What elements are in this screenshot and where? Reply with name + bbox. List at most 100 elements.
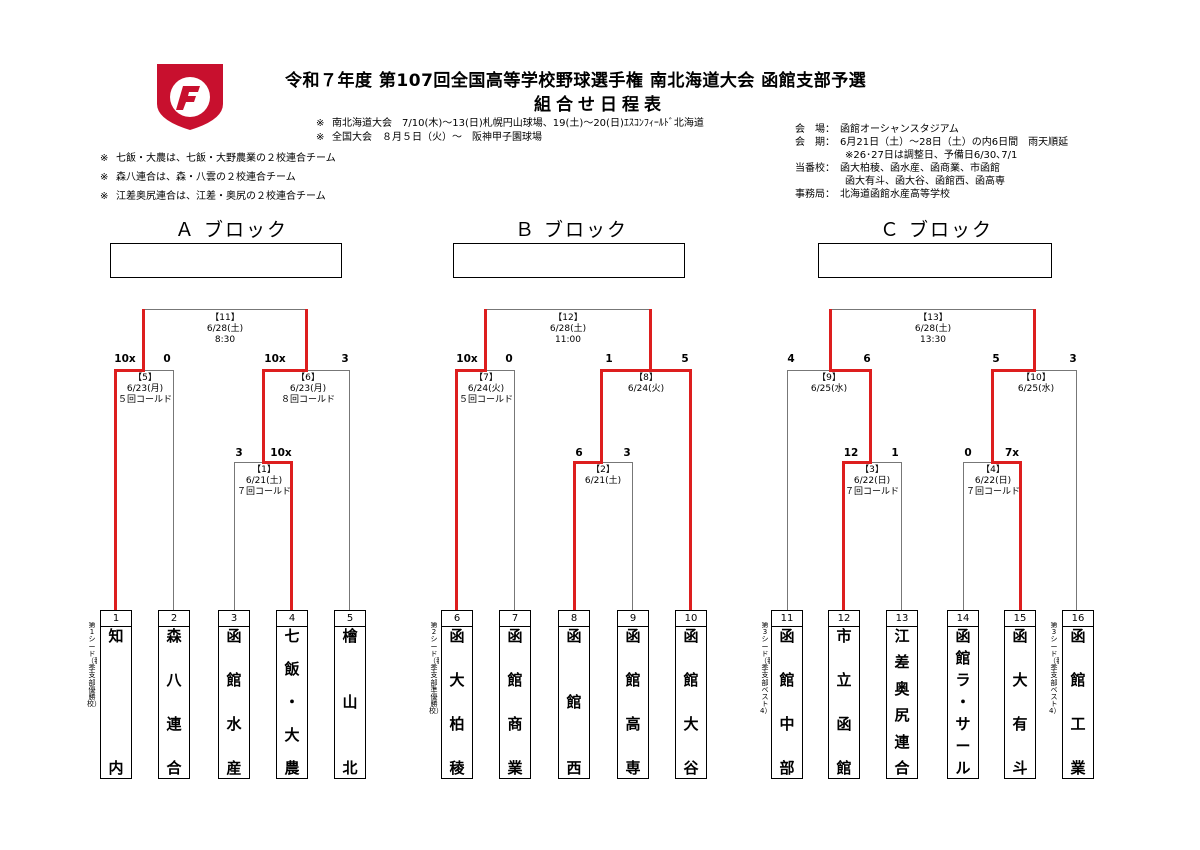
g5-red-top <box>114 369 145 372</box>
team-name-char: ・ <box>955 693 971 711</box>
team5-line <box>349 370 350 610</box>
team-name-char: 函 <box>683 627 699 645</box>
team-name-char: 部 <box>779 759 795 777</box>
b-final-date: 6/28(土) <box>549 324 587 334</box>
team11-line <box>787 370 788 610</box>
seed-note-3a: 第3シード（春季支部ベスト4） <box>760 622 770 716</box>
team-name: 函館中部 <box>772 629 802 776</box>
b-final-bar <box>487 309 649 310</box>
note-mark: ※ <box>100 191 109 202</box>
b-final-left-red <box>484 309 487 370</box>
game-4-num: 【4】 <box>981 465 1005 475</box>
team15-red-line <box>1019 461 1022 610</box>
team-number: 4 <box>277 611 307 627</box>
team-number: 7 <box>500 611 530 627</box>
g7-red-top <box>455 369 487 372</box>
team-name-char: 農 <box>284 759 300 777</box>
a-final-bar <box>145 309 305 310</box>
seed-note-2: 第2シード（春季支部準優勝校） <box>429 622 439 716</box>
team8-red-line <box>573 461 576 610</box>
team-number: 2 <box>159 611 189 627</box>
game-7-note: ５回コールド <box>458 395 513 405</box>
g8-red-left <box>600 369 603 463</box>
team-name-char: 館 <box>566 693 582 711</box>
game-4-label: 【4】 6/22(日) ７回コールド <box>943 465 1043 498</box>
team-name-char: 商 <box>507 715 523 733</box>
team-box-13: 13 江差奥尻連合 <box>886 610 918 779</box>
score: 4 <box>787 353 795 365</box>
team-number: 10 <box>676 611 706 627</box>
team-name-char: 函 <box>779 627 795 645</box>
note-mark: ※ <box>100 153 109 164</box>
team16-line <box>1076 370 1077 610</box>
team-name: 函館ラ・サール <box>948 629 978 776</box>
note-2: ※全国大会 ８月５日（火）～ 阪神甲子園球場 <box>316 131 542 144</box>
game-7-label: 【7】 6/24(火) ５回コールド <box>436 373 536 406</box>
joint-note-1-text: 七飯・大農は、七飯・大野農業の２校連合チーム <box>116 153 336 164</box>
game-8-label: 【8】 6/24(火) <box>596 373 696 395</box>
venue-info-4: 函大有斗、函大谷、函館西、函高専 <box>795 176 1005 187</box>
team-name-char: 館 <box>507 671 523 689</box>
federation-logo <box>157 64 223 130</box>
game-6-num: 【6】 <box>296 373 320 383</box>
venue-info-1: 会 期： 6月21日（土）～28日（土）の内6日間 雨天順延 <box>795 137 1069 148</box>
g3-bar <box>872 462 902 463</box>
team-name-char: 斗 <box>1012 759 1028 777</box>
g6-red-top <box>262 369 308 372</box>
b-final-label: 【12】 6/28(土) 11:00 <box>518 313 618 346</box>
team-name-char: 産 <box>226 759 242 777</box>
team-name-char: 稜 <box>449 759 465 777</box>
game-4-note: ７回コールド <box>965 487 1020 497</box>
team-name-char: 水 <box>226 715 242 733</box>
game-5-date: 6/23(月) <box>126 384 164 394</box>
team-name-char: ー <box>955 737 971 755</box>
joint-note-3: ※江差奥尻連合は、江差・奥尻の２校連合チーム <box>100 190 326 203</box>
team-name-char: 館 <box>683 671 699 689</box>
venue-info-5: 事務局： 北海道函館水産高等学校 <box>795 189 950 200</box>
team-name-char: 函 <box>1012 627 1028 645</box>
team-name-char: 函 <box>226 627 242 645</box>
game-3-label: 【3】 6/22(日) ７回コールド <box>822 465 922 498</box>
team-name: 函館工業 <box>1063 629 1093 776</box>
team-number: 13 <box>887 611 917 627</box>
team-name-char: 八 <box>166 671 182 689</box>
team-number: 12 <box>829 611 859 627</box>
score: 10x <box>270 447 292 459</box>
game-10-num: 【10】 <box>1021 373 1051 383</box>
score: 10x <box>264 353 286 365</box>
team-name-char: 専 <box>625 759 641 777</box>
score: 5 <box>681 353 689 365</box>
a-final-time: 8:30 <box>214 335 236 345</box>
c-final-num: 【13】 <box>918 313 948 323</box>
game-9-label: 【9】 6/25(水) <box>779 373 879 395</box>
venue-info-0: 会 場： 函館オーシャンスタジアム <box>795 124 959 135</box>
c-final-right-red <box>1033 309 1036 370</box>
block-c-title: Ｃ ブロック <box>880 219 994 241</box>
g10-bar <box>1036 370 1077 371</box>
game-7-date: 6/24(火) <box>467 384 505 394</box>
game-9-num: 【9】 <box>817 373 841 383</box>
team6-red-line <box>455 369 458 610</box>
team-name-char: 館 <box>1070 671 1086 689</box>
c-final-time: 13:30 <box>920 335 946 345</box>
score: 3 <box>623 447 631 459</box>
team-name-char: 館 <box>226 671 242 689</box>
team-name: 函館高専 <box>618 629 648 776</box>
team-name-char: 中 <box>779 715 795 733</box>
team-name-char: 高 <box>625 715 641 733</box>
team-name-char: 知 <box>108 627 124 645</box>
c-final-label: 【13】 6/28(土) 13:30 <box>883 313 983 346</box>
note-mark: ※ <box>316 118 325 129</box>
team-name: 江差奥尻連合 <box>887 629 917 776</box>
g1-bar <box>234 462 264 463</box>
team-number: 5 <box>335 611 365 627</box>
note-2-text: 全国大会 ８月５日（火）～ 阪神甲子園球場 <box>332 132 542 143</box>
team-name-char: 業 <box>1070 759 1086 777</box>
team-name-char: 北 <box>342 759 358 777</box>
team1-red-line <box>114 369 117 610</box>
team-name: 市立函館 <box>829 629 859 776</box>
a-final-left-red <box>142 309 145 370</box>
